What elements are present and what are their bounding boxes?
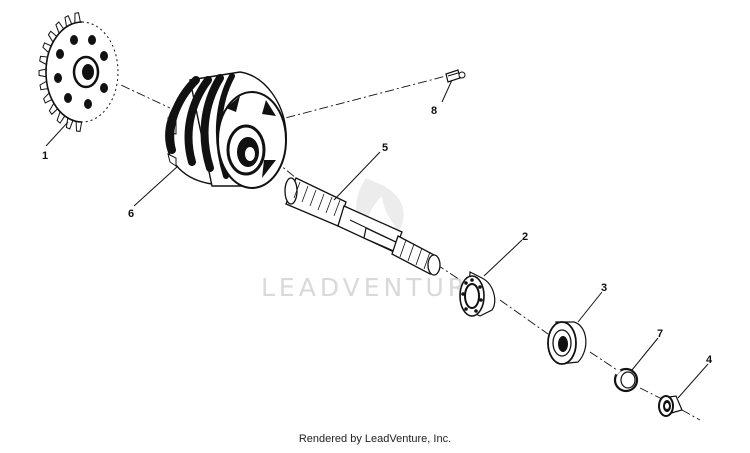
footer-credit: Rendered by LeadVenture, Inc. bbox=[298, 433, 452, 445]
part-seal bbox=[547, 321, 587, 365]
callout-labels: 1 6 8 5 2 3 7 4 bbox=[42, 105, 713, 366]
callout-3: 3 bbox=[601, 282, 607, 294]
part-clutch-drum bbox=[165, 71, 287, 189]
callout-5: 5 bbox=[382, 142, 388, 154]
part-sprocket bbox=[38, 12, 120, 132]
shaft-splines bbox=[293, 181, 341, 217]
callout-1: 1 bbox=[42, 150, 48, 162]
callout-8: 8 bbox=[431, 105, 437, 117]
watermark-text: LEADVENTURE bbox=[261, 273, 489, 302]
part-retaining-ring bbox=[613, 367, 639, 393]
bearing-balls bbox=[461, 278, 483, 313]
part-bushing bbox=[658, 395, 683, 417]
shaft-end-splines bbox=[399, 239, 431, 270]
sprocket-bolt-holes bbox=[54, 35, 108, 109]
callout-4: 4 bbox=[706, 354, 713, 366]
part-splined-shaft bbox=[284, 177, 441, 276]
callout-7: 7 bbox=[657, 328, 663, 340]
part-screw bbox=[445, 69, 466, 83]
part-bearing bbox=[459, 271, 496, 317]
watermark: LEADVENTURE bbox=[261, 178, 489, 302]
leader-lines bbox=[45, 79, 709, 399]
callout-2: 2 bbox=[522, 231, 528, 243]
callout-6: 6 bbox=[128, 208, 134, 220]
